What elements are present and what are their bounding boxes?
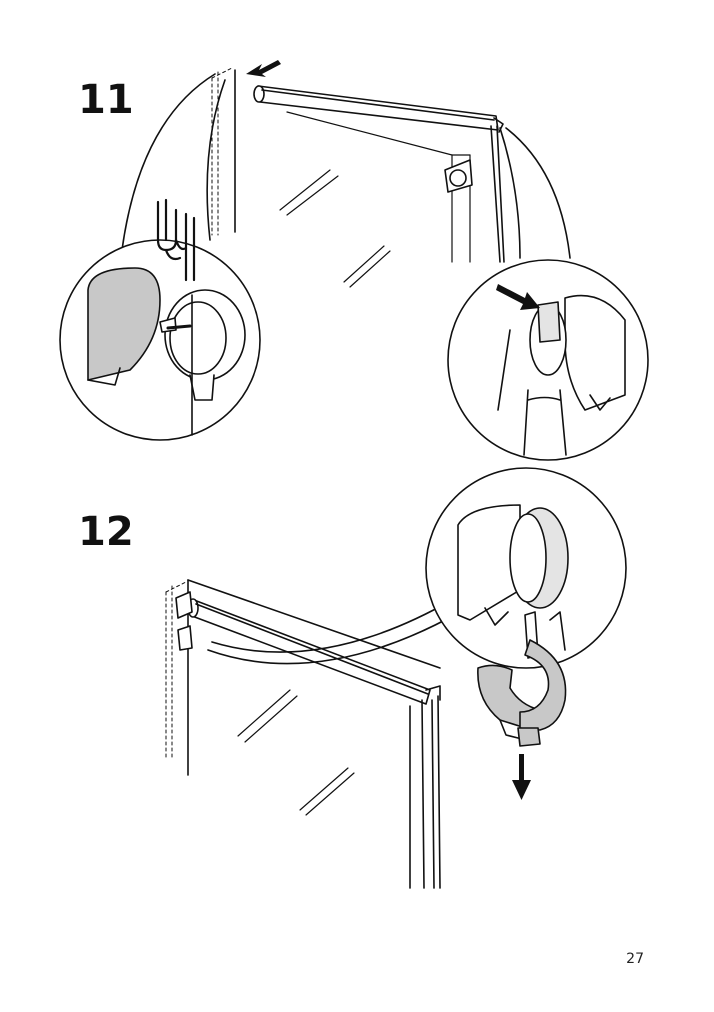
clip-icon [477, 639, 567, 747]
bracket-icon [175, 591, 193, 651]
detail-callout-line-right [505, 127, 571, 259]
page-number: 27 [626, 951, 644, 967]
step-12-scene [165, 467, 627, 889]
window-glass [237, 689, 355, 816]
step-number-12: 12 [78, 509, 134, 555]
arrow-icon [246, 60, 281, 77]
side-rail-right [409, 685, 441, 889]
dashed-frame-left [211, 67, 233, 236]
detail-12-contents [457, 504, 569, 659]
hand-icon [156, 198, 196, 282]
side-rail-right [490, 117, 505, 263]
dashed-frame-left [165, 581, 187, 761]
detail-callout-line [207, 611, 461, 665]
detail-left-contents [87, 267, 246, 436]
arrow-icon [512, 754, 531, 800]
detail-callout-line-left [121, 73, 216, 251]
detail-right-contents [497, 294, 626, 456]
step-number-11: 11 [78, 77, 134, 123]
window-glass [279, 111, 471, 288]
step-11-scene [59, 60, 649, 461]
arrow-icon [496, 284, 540, 310]
bracket-icon [444, 159, 473, 193]
roller-blind-icon [253, 85, 499, 131]
